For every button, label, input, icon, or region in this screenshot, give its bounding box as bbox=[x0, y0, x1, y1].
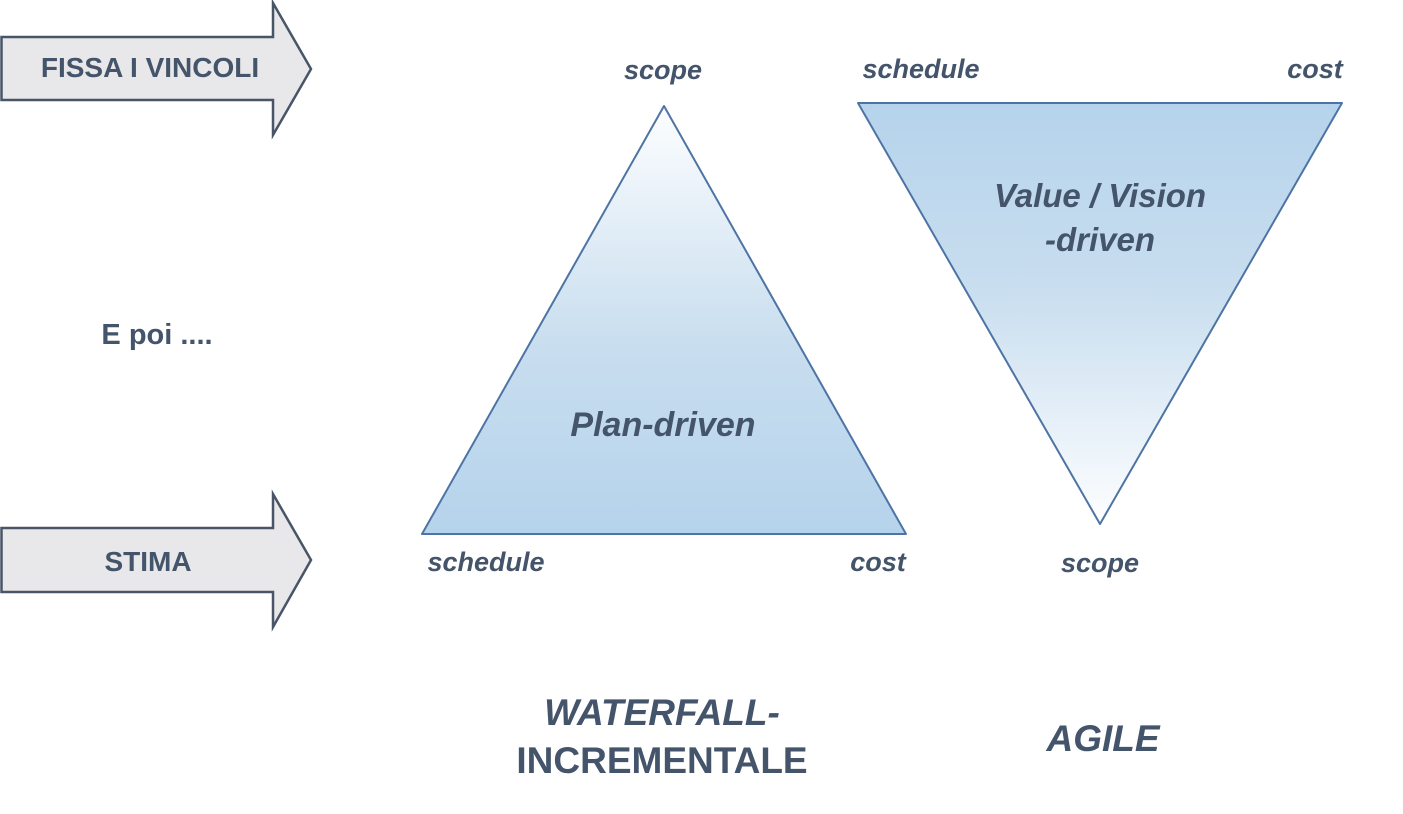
waterfall-caption-line1: WATERFALL- bbox=[544, 692, 780, 733]
plan-bottom-right-vertex-label: cost bbox=[850, 547, 906, 577]
fissa-vincoli-arrow bbox=[0, 0, 313, 140]
plan-driven-center-label: Plan-driven bbox=[570, 406, 756, 444]
value-driven-triangle bbox=[857, 102, 1343, 525]
plan-bottom-left-vertex-label: schedule bbox=[427, 547, 545, 577]
value-driven-center-label-line1: Value / Vision bbox=[993, 177, 1207, 214]
e-poi-note: E poi .... bbox=[101, 319, 213, 351]
waterfall-caption-line2: INCREMENTALE bbox=[516, 740, 808, 781]
stima-arrow bbox=[0, 489, 313, 632]
value-driven-center-label-line2: -driven bbox=[1044, 221, 1156, 258]
agile-caption: AGILE bbox=[1046, 718, 1160, 759]
waterfall-caption: WATERFALL- INCREMENTALE bbox=[516, 689, 807, 785]
value-top-right-vertex-label: cost bbox=[1287, 54, 1343, 84]
value-top-left-vertex-label: schedule bbox=[862, 54, 980, 84]
stima-label: STIMA bbox=[104, 546, 192, 577]
plan-top-vertex-label: scope bbox=[623, 55, 703, 85]
plan-driven-triangle bbox=[421, 105, 907, 535]
value-driven-center-label: Value / Vision -driven bbox=[994, 174, 1206, 262]
value-bottom-vertex-label: scope bbox=[1060, 548, 1140, 578]
fissa-vincoli-label: FISSA I VINCOLI bbox=[40, 52, 260, 83]
